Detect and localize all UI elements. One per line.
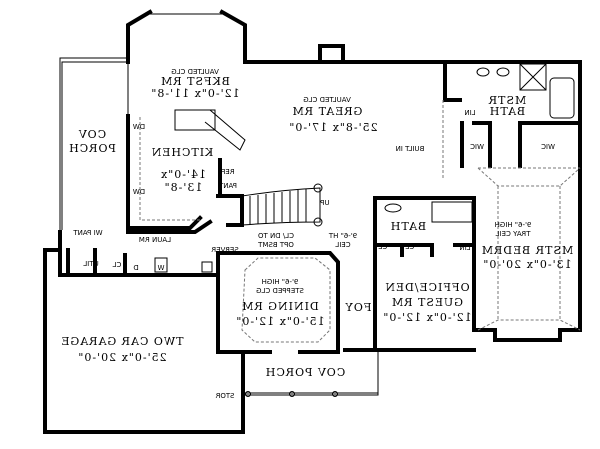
front-porch-outline [242, 352, 379, 396]
server-sink [201, 261, 213, 273]
stor: STOR [215, 392, 234, 400]
up: UP [320, 199, 329, 207]
washer-label: W [157, 264, 164, 272]
lin-bath: LIN [464, 109, 475, 117]
dining-name: DINING RM [241, 300, 319, 313]
cl-dn-1: CL/ DN TO [258, 232, 294, 240]
lin-bed: LIN [459, 244, 470, 252]
mstr-bath-label-2: BATH [489, 105, 525, 118]
foy-name: FOY [345, 301, 372, 314]
cl-laun: CL [113, 261, 122, 269]
bedrm-size: 13'-0"x 20'-0" [482, 258, 571, 271]
laun-name: LAUN RM [139, 236, 171, 244]
side-porch-label-2: PORCH [68, 142, 116, 155]
great-name: GREAT RM [292, 105, 363, 118]
office-size: 12'-0"x 12'-0" [382, 311, 471, 324]
dw-2: DW [133, 188, 145, 196]
bedrm-name: MSTR BEDRM [481, 244, 573, 257]
master-suite-wall [443, 60, 582, 342]
ref: REF [221, 168, 234, 176]
bkfst-name: BKFST RM [160, 75, 230, 88]
breakfast-window [127, 13, 222, 116]
room-labels: VAULTED CLG BKFST RM 12'-0"x 11'-8" VAUL… [60, 68, 573, 400]
wic-left: WIC [470, 143, 484, 151]
stepped-ceiling [241, 257, 331, 343]
washer [154, 257, 168, 273]
cl-1: CL [379, 243, 388, 251]
kitchen-wall [126, 114, 222, 230]
server: SERVER [211, 246, 239, 254]
master-tub [549, 77, 575, 119]
bath-name: BATH [390, 220, 426, 233]
kitchen-island [174, 109, 216, 131]
bath-office-wall [373, 196, 476, 352]
garage-size: 25'-0"x 20'-0" [77, 351, 166, 364]
staircase [241, 183, 323, 227]
office-name-2: GUEST RM [391, 296, 463, 309]
kitchen-size-1: 14'-0"x [160, 168, 206, 181]
side-porch-outline [59, 57, 128, 232]
front-porch-name: COV PORCH [265, 366, 345, 379]
bedrm-note-1: 9'-6" HIGH [495, 221, 532, 229]
side-porch-label-1: COV [78, 128, 106, 141]
garage-name: TWO CAR GARAGE [60, 335, 183, 348]
cl-2: CL [406, 243, 415, 251]
dryer: D [133, 264, 138, 272]
great-size: 25'-8"x 17'-0" [288, 121, 377, 134]
dining-note-1: 9'-6" HIGH [262, 278, 299, 286]
office-name-1: OFFICE/DEN [384, 281, 469, 294]
bkfst-note: VAULTED CLG [171, 68, 219, 76]
kitchen-name: KITCHEN [151, 146, 214, 159]
mstr-bath-label-1: MSTR [488, 94, 526, 107]
wic-right: WIC [541, 143, 555, 151]
dining-wall [216, 251, 340, 354]
tray-ceiling [477, 167, 581, 331]
foy-note-1: 9'-6" HT [328, 232, 357, 240]
bedrm-note-2: TRAY CEIL [495, 230, 531, 238]
wi-pant: WI PANT [73, 229, 103, 237]
pant: PANT [218, 182, 237, 190]
util: UTIL [83, 260, 98, 268]
great-note: VAULTED CLG [303, 96, 351, 104]
kitchen-counter [139, 117, 200, 221]
breakfast-bay-wall [126, 9, 247, 64]
bkfst-size: 12'-0"x 11'-8" [150, 87, 239, 100]
shower [519, 63, 547, 91]
cl-dn-2: OPT BSMT [257, 241, 293, 249]
foy-note-2: CEIL [335, 241, 350, 249]
built-in: BUILT IN [396, 145, 425, 153]
kitchen-size-2: 13'-8" [164, 181, 203, 194]
bathtub [431, 201, 473, 223]
dining-size: 15'-0"x 12'-0" [235, 315, 324, 328]
sink [384, 203, 402, 213]
bar-counter [204, 109, 246, 151]
dw-1: DW [133, 123, 145, 131]
fireplace [318, 44, 345, 64]
closet-wall [216, 194, 244, 227]
dining-note-2: STEPPED CLG [256, 287, 304, 295]
